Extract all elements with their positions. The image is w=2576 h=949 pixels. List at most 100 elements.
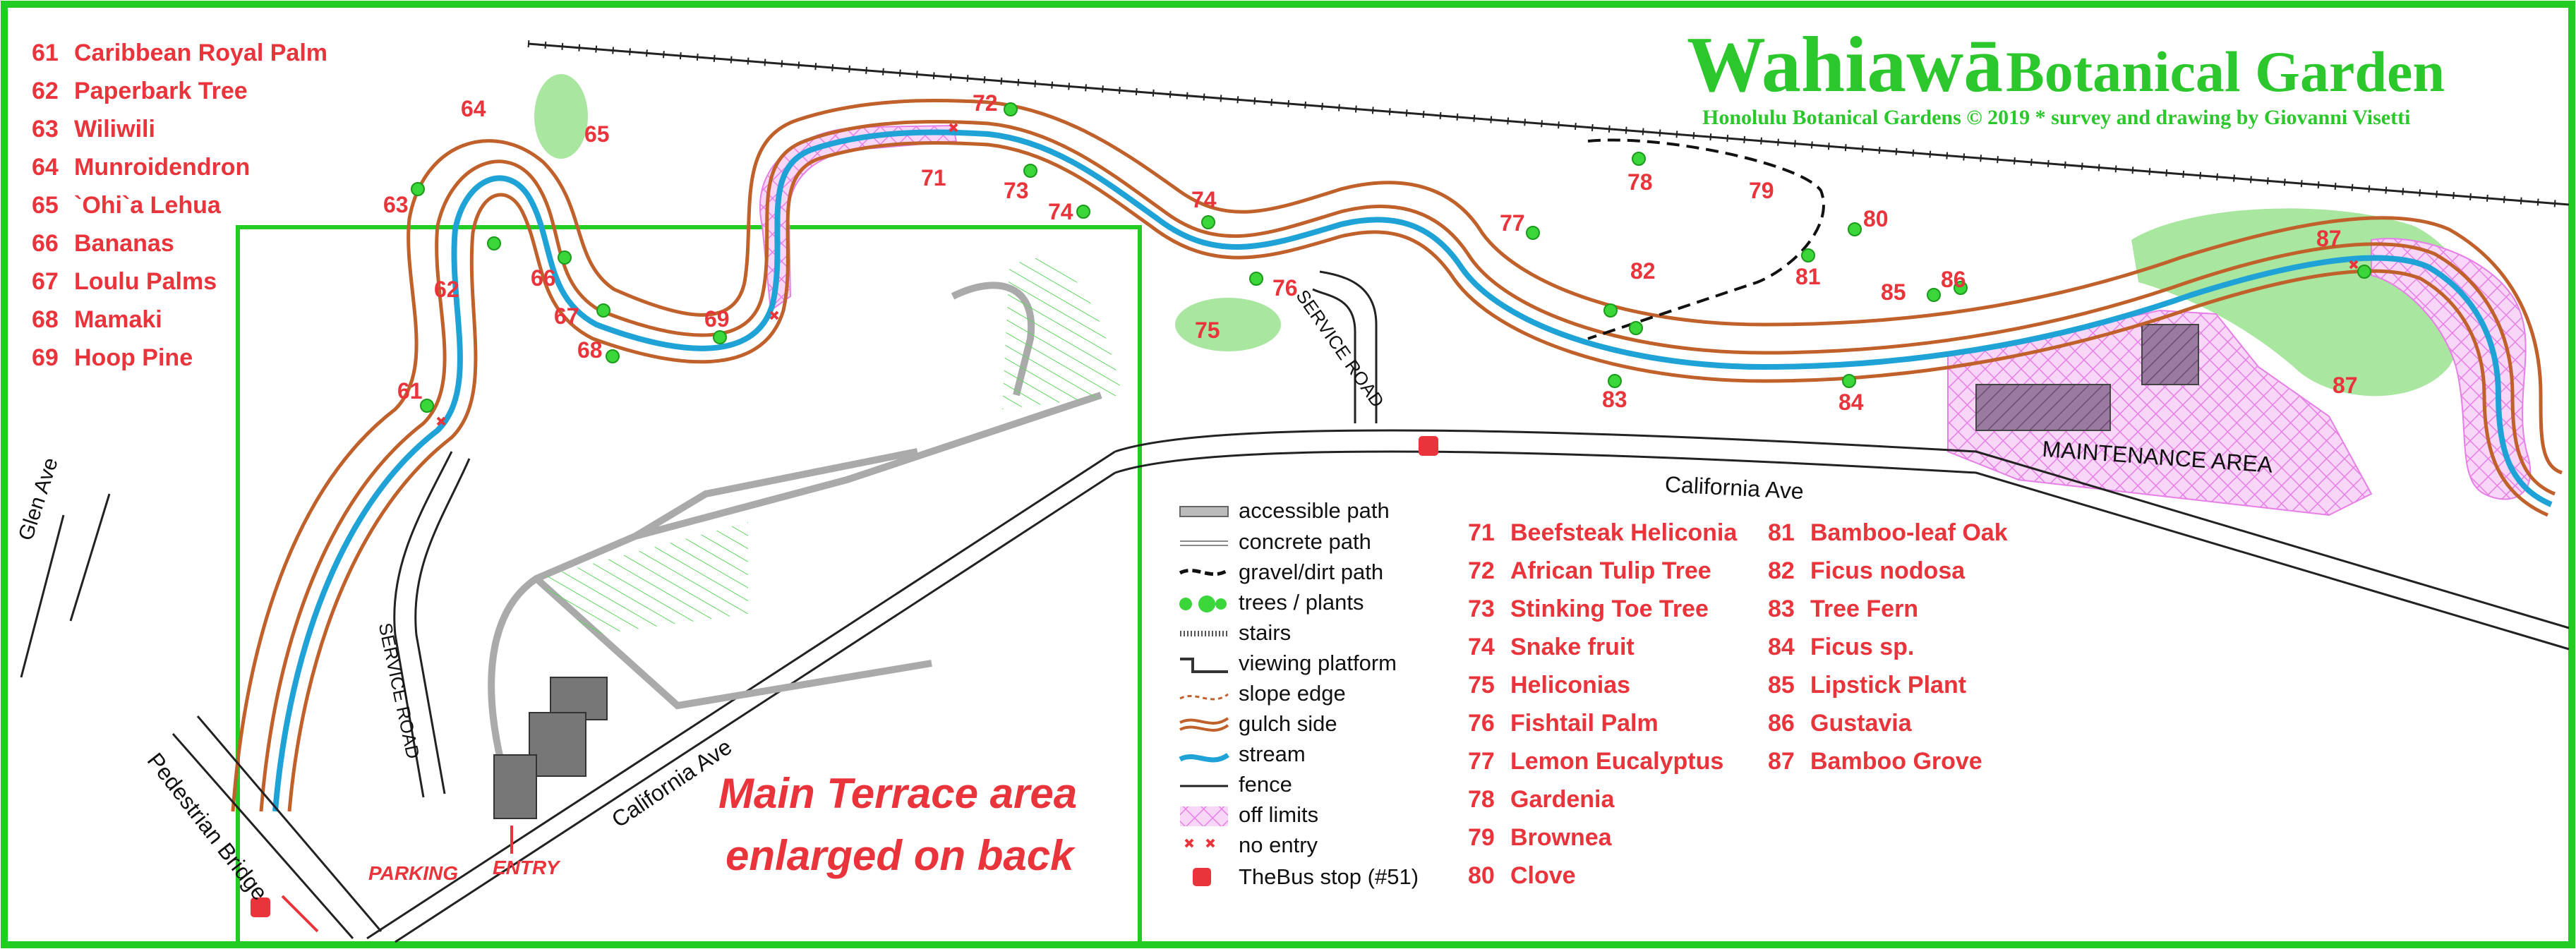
map-num-84: 84 bbox=[1838, 389, 1864, 415]
map-num-61: 61 bbox=[397, 378, 423, 404]
plant-number: 79 bbox=[1468, 824, 1495, 851]
plant-number: 87 bbox=[1768, 748, 1795, 775]
legend-fence: fence bbox=[1239, 772, 1292, 797]
plant-name: Hoop Pine bbox=[74, 344, 193, 371]
plant-number: 76 bbox=[1468, 710, 1495, 737]
map-num-64: 64 bbox=[461, 96, 486, 121]
legend-no-entry: no entry bbox=[1239, 833, 1318, 857]
terrace-hatch bbox=[536, 522, 748, 635]
plant-name: Bananas bbox=[74, 230, 174, 257]
legend-bus-stop: TheBus stop (#51) bbox=[1239, 864, 1419, 889]
plant-69: 69 Hoop Pine bbox=[32, 344, 193, 372]
plant-number: 66 bbox=[32, 230, 59, 257]
plant-number: 82 bbox=[1768, 557, 1795, 584]
stream bbox=[272, 129, 2553, 812]
map-num-85: 85 bbox=[1881, 279, 1906, 305]
main-terrace-box bbox=[236, 225, 1142, 948]
plant-number: 83 bbox=[1768, 596, 1795, 622]
map-num-82: 82 bbox=[1630, 258, 1656, 284]
map-num-83: 83 bbox=[1602, 387, 1627, 412]
plant-name: Clove bbox=[1510, 862, 1576, 889]
plant-name: Lipstick Plant bbox=[1810, 672, 1967, 699]
plant-number: 84 bbox=[1768, 634, 1795, 660]
plant-name: Paperbark Tree bbox=[74, 78, 248, 104]
plant-number: 65 bbox=[32, 192, 59, 219]
map-num-72: 72 bbox=[973, 90, 998, 116]
legend-viewing-platform: viewing platform bbox=[1239, 651, 1397, 675]
map-num-76: 76 bbox=[1272, 275, 1298, 301]
bus-stop-icons bbox=[251, 436, 1438, 917]
map-num-78: 78 bbox=[1627, 169, 1653, 195]
plant-82: 82 Ficus nodosa bbox=[1768, 557, 1965, 585]
plant-83: 83 Tree Fern bbox=[1768, 596, 1918, 623]
map-num-73: 73 bbox=[1004, 178, 1029, 203]
plant-name: Heliconias bbox=[1510, 672, 1631, 699]
building-maint-2 bbox=[2141, 324, 2199, 385]
plant-name: Caribbean Royal Palm bbox=[74, 40, 328, 66]
buildings bbox=[493, 677, 608, 819]
map-subtitle: Honolulu Botanical Gardens © 2019 * surv… bbox=[1702, 106, 2411, 129]
plant-name: Gustavia bbox=[1810, 710, 1912, 737]
callout-line-1: Main Terrace area bbox=[718, 770, 1078, 817]
legend-trees: trees / plants bbox=[1239, 590, 1364, 615]
title-wahiawa: Wahiawā bbox=[1687, 21, 2004, 109]
legend-gravel-path: gravel/dirt path bbox=[1239, 560, 1384, 584]
plant-number: 69 bbox=[32, 344, 59, 371]
plant-number: 80 bbox=[1468, 862, 1495, 889]
plant-name: Snake fruit bbox=[1510, 634, 1635, 660]
plant-number: 75 bbox=[1468, 672, 1495, 699]
map-num-79: 79 bbox=[1749, 178, 1774, 203]
plant-name: Fishtail Palm bbox=[1510, 710, 1659, 737]
plant-number: 64 bbox=[32, 154, 59, 181]
bus-arrow bbox=[281, 895, 319, 933]
map-num-87a: 87 bbox=[2316, 226, 2342, 251]
label-parking: PARKING bbox=[368, 862, 459, 884]
plant-number: 67 bbox=[32, 268, 59, 295]
map-num-86: 86 bbox=[1941, 267, 1966, 292]
plant-85: 85 Lipstick Plant bbox=[1768, 672, 1966, 699]
plant-name: Stinking Toe Tree bbox=[1510, 596, 1709, 622]
map-num-74a: 74 bbox=[1048, 199, 1073, 224]
plant-number: 63 bbox=[32, 116, 59, 143]
map-num-81: 81 bbox=[1795, 264, 1821, 289]
plant-name: Brownea bbox=[1510, 824, 1612, 851]
gravel-path bbox=[1587, 138, 1825, 340]
plant-63: 63 Wiliwili bbox=[32, 116, 155, 143]
plant-number: 72 bbox=[1468, 557, 1495, 584]
plant-75: 75 Heliconias bbox=[1468, 672, 1630, 699]
map-num-80: 80 bbox=[1863, 206, 1889, 231]
plant-80: 80 Clove bbox=[1468, 862, 1576, 890]
map-title: Wahiawā Botanical Garden bbox=[1687, 20, 2445, 111]
plant-name: African Tulip Tree bbox=[1510, 557, 1711, 584]
plant-72: 72 African Tulip Tree bbox=[1468, 557, 1711, 585]
plant-name: Ficus nodosa bbox=[1810, 557, 1966, 584]
plant-name: `Ohi`a Lehua bbox=[74, 192, 221, 219]
plant-name: Munroidendron bbox=[74, 154, 251, 181]
trees bbox=[411, 102, 2371, 413]
map-num-68: 68 bbox=[577, 337, 603, 363]
plant-name: Ficus sp. bbox=[1810, 634, 1915, 660]
plant-name: Wiliwili bbox=[74, 116, 155, 143]
legend-symbols bbox=[1179, 506, 1230, 886]
plant-number: 77 bbox=[1468, 748, 1495, 775]
map-num-66: 66 bbox=[531, 265, 556, 291]
off-limits-maintenance bbox=[1947, 309, 2373, 516]
map-num-74b: 74 bbox=[1191, 187, 1217, 212]
legend-concrete-path: concrete path bbox=[1239, 529, 1371, 554]
plant-name: Tree Fern bbox=[1810, 596, 1919, 622]
map-num-87b: 87 bbox=[2333, 373, 2358, 398]
plant-number: 85 bbox=[1768, 672, 1795, 699]
plant-64: 64 Munroidendron bbox=[32, 154, 250, 181]
plant-76: 76 Fishtail Palm bbox=[1468, 710, 1659, 737]
label-entry: ENTRY bbox=[493, 857, 560, 878]
